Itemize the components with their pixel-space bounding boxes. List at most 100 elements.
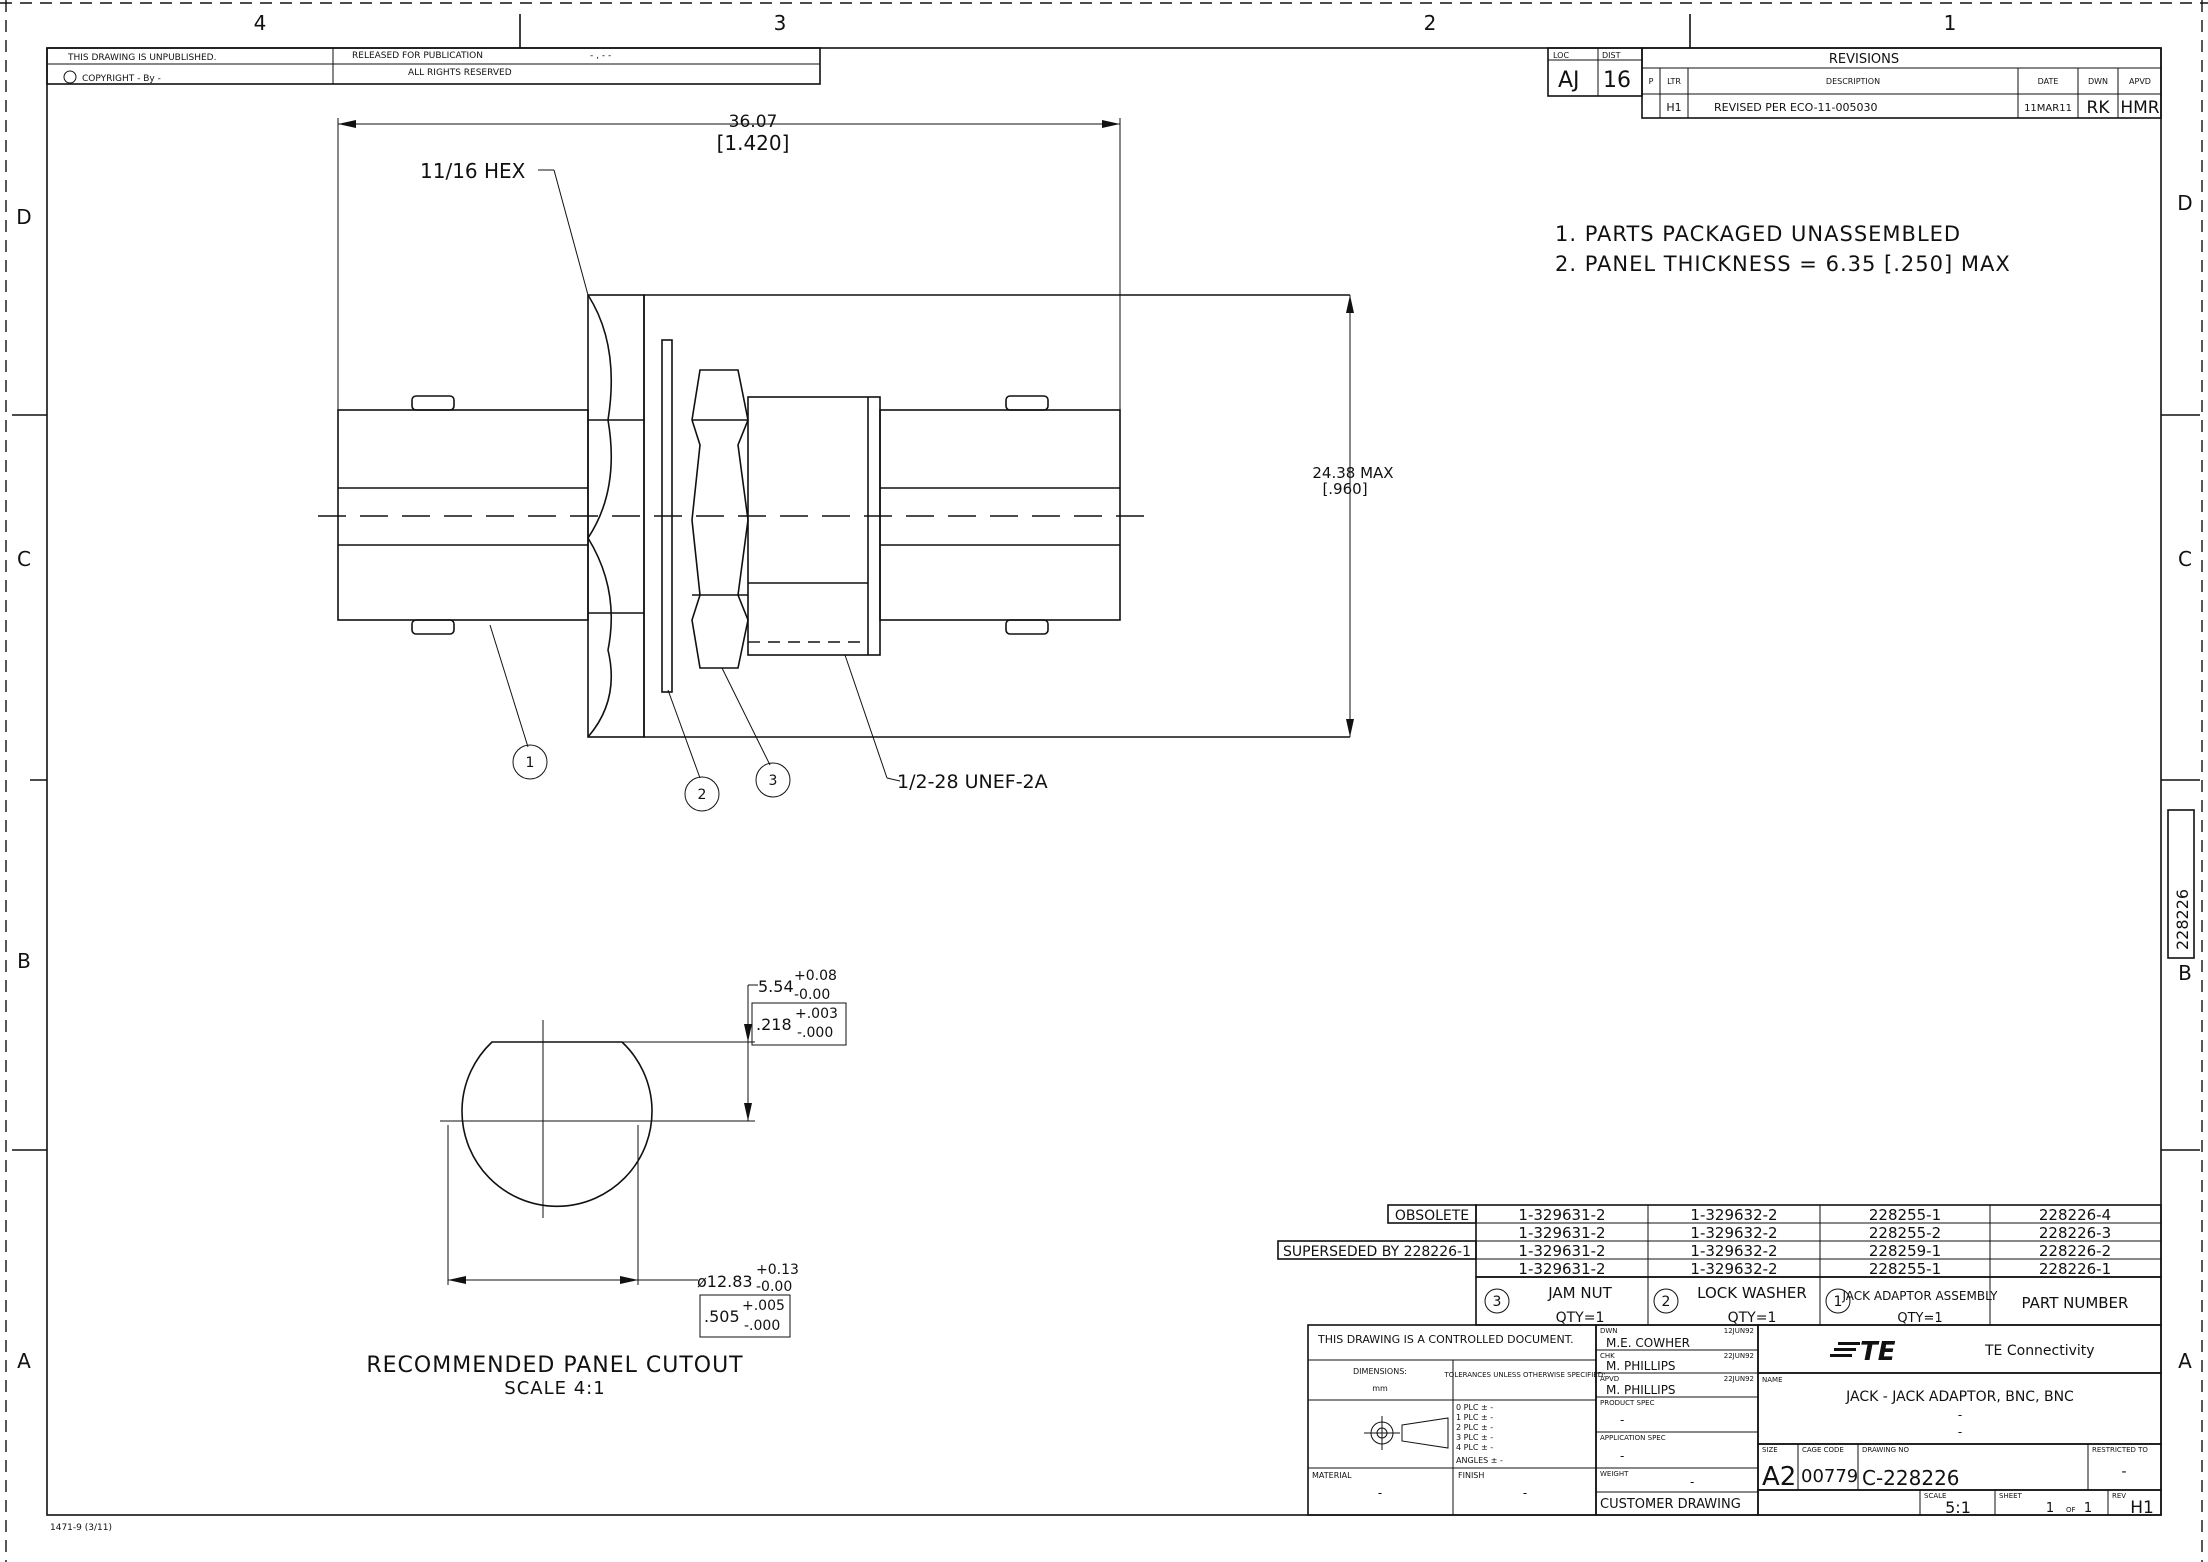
row-label-obsolete: OBSOLETE xyxy=(1395,1208,1469,1224)
apvd-name: M. PHILLIPS xyxy=(1606,1383,1676,1397)
flat-tol-minus: -0.00 xyxy=(794,987,830,1003)
parts-cell-r2-c4: 228226-3 xyxy=(2039,1224,2111,1242)
sheet-label: SHEET xyxy=(1999,1492,2023,1500)
parts-cell-r1-c3: 228255-1 xyxy=(1869,1206,1941,1224)
apvd-label: APVD xyxy=(1600,1375,1619,1383)
parts-cell-r4-c2: 1-329632-2 xyxy=(1690,1260,1777,1278)
controlled-note: THIS DRAWING IS A CONTROLLED DOCUMENT. xyxy=(1317,1333,1574,1346)
side-tab-number: 228226 xyxy=(2173,889,2192,950)
zone-left-c: C xyxy=(17,547,31,571)
rev-ltr: H1 xyxy=(1666,101,1681,114)
revisions-block: REVISIONS P LTR DESCRIPTION DATE DWN APV… xyxy=(1641,47,2162,119)
parts-cell-r2-c2: 1-329632-2 xyxy=(1690,1224,1777,1242)
part-name: JACK - JACK ADAPTOR, BNC, BNC xyxy=(1845,1389,2074,1405)
parts-cell-r1-c4: 228226-4 xyxy=(2039,1206,2111,1224)
dia-tol-minus: -0.00 xyxy=(756,1279,792,1295)
zone-right-a: A xyxy=(2178,1349,2192,1373)
size-value: A2 xyxy=(1762,1462,1796,1492)
parts-table: OBSOLETE SUPERSEDED BY 228226-1 1-329631… xyxy=(1277,1204,2162,1326)
revision-value: H1 xyxy=(2130,1498,2154,1518)
rev-header-description: DESCRIPTION xyxy=(1826,77,1880,86)
rev-header-apvd: APVD xyxy=(2129,77,2151,86)
dist-value: 16 xyxy=(1603,68,1631,93)
scale-value: 5:1 xyxy=(1945,1498,1971,1517)
zone-left-a: A xyxy=(17,1349,31,1373)
note-2: 2. PANEL THICKNESS = 6.35 [.250] MAX xyxy=(1555,252,2011,276)
material-value: - xyxy=(1378,1486,1382,1500)
parts-cell-r1-c1: 1-329631-2 xyxy=(1518,1206,1605,1224)
form-number: 1471-9 (3/11) xyxy=(50,1523,112,1533)
company-logo-text: TE xyxy=(1860,1337,1896,1367)
released-value: - , - - xyxy=(590,51,611,61)
zone-top-4: 4 xyxy=(254,11,267,35)
drawing-no-label: DRAWING NO xyxy=(1862,1446,1909,1454)
restricted-label: RESTRICTED TO xyxy=(2092,1446,2148,1454)
parts-cell-r2-c3: 228255-2 xyxy=(1869,1224,1941,1242)
rev-apvd: HMR xyxy=(2120,98,2159,118)
header-num-lock-washer: 2 xyxy=(1662,1294,1671,1310)
cutout-title: RECOMMENDED PANEL CUTOUT xyxy=(366,1353,743,1378)
sheet-number: 1 xyxy=(2046,1501,2054,1516)
cage-code: 00779 xyxy=(1801,1466,1858,1487)
application-spec-value: - xyxy=(1620,1449,1624,1463)
balloon-2: 2 xyxy=(698,787,707,803)
header-jam-nut-qty: QTY=1 xyxy=(1556,1310,1605,1326)
zone-top-3: 3 xyxy=(774,11,787,35)
zone-left-d: D xyxy=(16,205,31,229)
scale-label: SCALE xyxy=(1924,1492,1946,1500)
material-label: MATERIAL xyxy=(1312,1471,1352,1480)
sheet-total: 1 xyxy=(2084,1501,2092,1516)
balloon-1: 1 xyxy=(526,755,535,771)
tolerance-row-2: 2 PLC ± - xyxy=(1456,1423,1493,1432)
flat-inch-minus: -.000 xyxy=(797,1025,833,1041)
panel-cutout-view: 5.54 +0.08 -0.00 .218 +.003 -.000 ø12.83… xyxy=(366,968,847,1399)
rev-dwn: RK xyxy=(2087,98,2111,118)
product-spec-label: PRODUCT SPEC xyxy=(1600,1399,1655,1407)
diameter-dimension: ø12.83 xyxy=(697,1272,753,1291)
product-spec-value: - xyxy=(1620,1413,1624,1427)
tolerance-row-0: 0 PLC ± - xyxy=(1456,1403,1493,1412)
dwn-label: DWN xyxy=(1600,1327,1618,1335)
length-dimension: 36.07 xyxy=(729,112,778,132)
dimensions-unit: mm xyxy=(1372,1384,1388,1393)
dwn-date: 12JUN92 xyxy=(1724,1327,1754,1335)
height-dimension-inch: [.960] xyxy=(1322,480,1367,498)
header-num-jam-nut: 3 xyxy=(1493,1294,1502,1310)
rev-header-p: P xyxy=(1649,77,1654,86)
loc-label: LOC xyxy=(1553,51,1569,60)
balloon-3: 3 xyxy=(769,773,778,789)
zone-left-b: B xyxy=(17,949,31,973)
dimensions-label: DIMENSIONS: xyxy=(1353,1367,1407,1376)
hex-callout: 11/16 HEX xyxy=(420,159,526,183)
parts-cell-r3-c4: 228226-2 xyxy=(2039,1242,2111,1260)
part-name-line3: - xyxy=(1958,1425,1962,1439)
chk-date: 22JUN92 xyxy=(1724,1352,1754,1360)
part-name-line2: - xyxy=(1958,1408,1962,1422)
publication-header: THIS DRAWING IS UNPUBLISHED. COPYRIGHT -… xyxy=(46,47,821,85)
flat-dimension: 5.54 xyxy=(758,977,794,996)
tolerance-row-1: 1 PLC ± - xyxy=(1456,1413,1493,1422)
drawing-number: C-228226 xyxy=(1862,1466,1960,1490)
parts-cell-r1-c2: 1-329632-2 xyxy=(1690,1206,1777,1224)
parts-cell-r4-c1: 1-329631-2 xyxy=(1518,1260,1605,1278)
dist-label: DIST xyxy=(1602,51,1621,60)
zone-right-b: B xyxy=(2178,961,2192,985)
header-lock-washer-qty: QTY=1 xyxy=(1728,1310,1777,1326)
rev-date: 11MAR11 xyxy=(2024,103,2072,114)
row-label-superseded: SUPERSEDED BY 228226-1 xyxy=(1283,1244,1471,1260)
header-jam-nut: JAM NUT xyxy=(1547,1284,1612,1302)
header-part-number: PART NUMBER xyxy=(2022,1294,2129,1312)
zone-top-1: 1 xyxy=(1944,11,1957,35)
parts-cell-r4-c3: 228255-1 xyxy=(1869,1260,1941,1278)
te-logo: TE xyxy=(1830,1337,1896,1367)
rev-description: REVISED PER ECO-11-005030 xyxy=(1714,101,1878,114)
parts-cell-r4-c4: 228226-1 xyxy=(2039,1260,2111,1278)
header-jack-adaptor: JACK ADAPTOR ASSEMBLY xyxy=(1841,1289,1998,1303)
rights-label: ALL RIGHTS RESERVED xyxy=(408,68,512,78)
dwn-name: M.E. COWHER xyxy=(1606,1336,1690,1350)
tolerance-row-4: 4 PLC ± - xyxy=(1456,1443,1493,1452)
customer-drawing: CUSTOMER DRAWING xyxy=(1600,1497,1741,1512)
weight-label: WEIGHT xyxy=(1600,1470,1629,1478)
